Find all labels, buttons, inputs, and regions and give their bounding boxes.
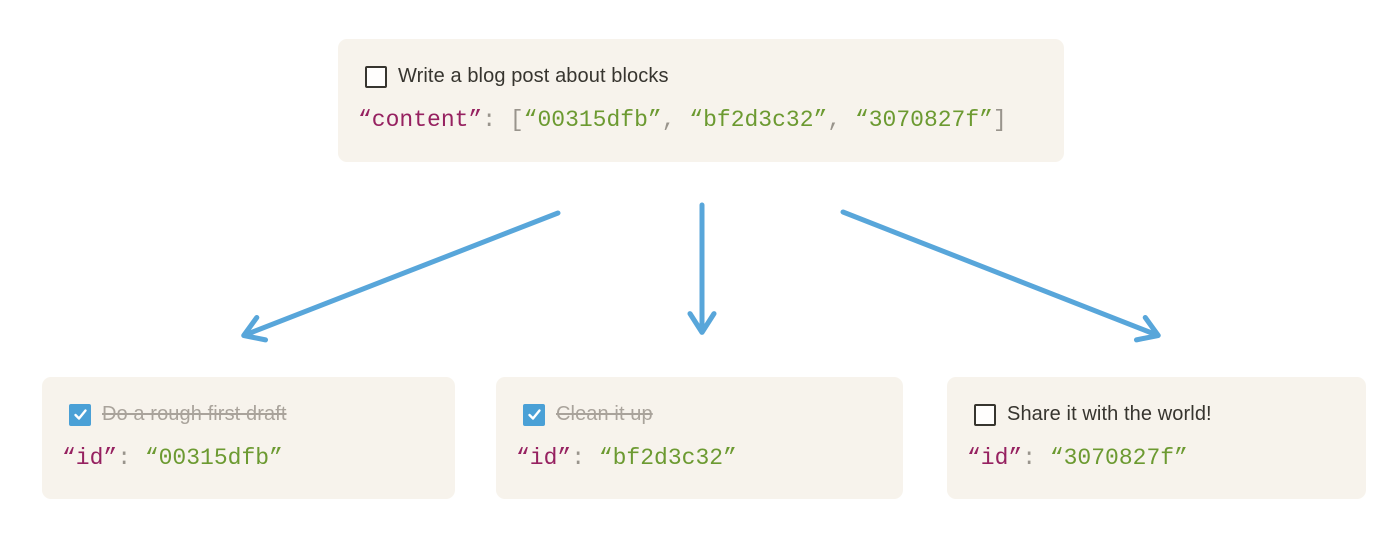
code-value: “bf2d3c32”	[598, 445, 737, 471]
child-block-card-3: Share it with the world! “id”: “3070827f…	[947, 377, 1366, 499]
code-key: “id”	[967, 445, 1023, 471]
code-colon: :	[1022, 445, 1050, 471]
todo-checkbox[interactable]	[365, 65, 387, 88]
code-value-1: “00315dfb”	[523, 107, 662, 133]
arrow-to-child-3-icon	[840, 209, 1161, 343]
code-colon: :	[571, 445, 599, 471]
arrow-to-child-1-icon	[241, 210, 561, 343]
code-colon: :	[482, 107, 510, 133]
code-line: “id”: “3070827f”	[967, 444, 1339, 473]
todo-checkbox[interactable]	[974, 403, 996, 426]
code-bracket-open: [	[509, 107, 524, 133]
todo-label: Do a rough first draft	[102, 403, 287, 425]
code-key: “id”	[62, 445, 118, 471]
code-bracket-close: ]	[992, 107, 1007, 133]
code-line: “content”: [“00315dfb”, “bf2d3c32”, “307…	[358, 106, 1037, 135]
todo-row: Do a rough first draft	[69, 403, 428, 426]
code-comma: ,	[661, 107, 690, 133]
parent-block-card: Write a blog post about blocks “content”…	[338, 39, 1064, 162]
todo-label: Share it with the world!	[1007, 403, 1212, 425]
child-block-card-2: Clean it up “id”: “bf2d3c32”	[496, 377, 903, 499]
todo-checkbox[interactable]	[69, 403, 91, 426]
code-value: “00315dfb”	[144, 445, 283, 471]
todo-row: Clean it up	[523, 403, 876, 426]
todo-checkbox[interactable]	[523, 403, 545, 426]
code-value-2: “bf2d3c32”	[689, 107, 828, 133]
code-key: “content”	[358, 107, 483, 133]
todo-label: Write a blog post about blocks	[398, 65, 669, 87]
code-value-3: “3070827f”	[854, 107, 993, 133]
check-icon	[73, 409, 87, 420]
code-comma: ,	[827, 107, 855, 133]
todo-row: Share it with the world!	[974, 403, 1339, 426]
code-line: “id”: “bf2d3c32”	[516, 444, 876, 473]
todo-row: Write a blog post about blocks	[365, 65, 1037, 88]
todo-label: Clean it up	[556, 403, 653, 425]
child-block-card-1: Do a rough first draft “id”: “00315dfb”	[42, 377, 455, 499]
code-key: “id”	[516, 445, 572, 471]
code-value: “3070827f”	[1049, 445, 1188, 471]
check-icon	[527, 409, 541, 420]
code-colon: :	[117, 445, 145, 471]
code-line: “id”: “00315dfb”	[62, 444, 428, 473]
